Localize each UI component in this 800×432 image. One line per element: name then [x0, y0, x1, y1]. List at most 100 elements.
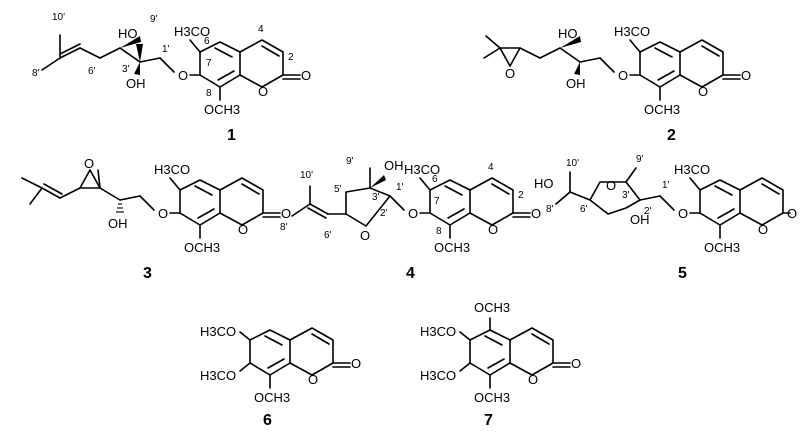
- compound-2-oh-label: OH: [566, 76, 586, 91]
- compound-5-ome8-label: OCH3: [704, 240, 740, 255]
- compound-1-bonds: [41, 34, 301, 101]
- compound-4-ether-o-label: O: [408, 206, 418, 221]
- compound-4-num-5p: 5': [334, 184, 342, 195]
- compound-5-num-9p: 9': [636, 154, 644, 165]
- compound-5-num-2p: 2': [644, 206, 652, 217]
- compound-2-id: 2: [667, 127, 676, 144]
- compound-1-ho-label: HO: [118, 26, 138, 41]
- compound-1-num-3p: 3': [122, 64, 130, 75]
- compound-1-ether-o-label: O: [178, 68, 188, 83]
- compound-1-num-2: 2: [288, 52, 294, 63]
- compound-1-carbonyl-o-label: O: [301, 68, 311, 83]
- compound-7: OCH3 H3CO H3CO OCH3 O O 7: [420, 300, 581, 429]
- compound-6-bonds: [239, 327, 351, 389]
- compound-4-ome8-label: OCH3: [434, 240, 470, 255]
- compound-3-carbonyl-o-label: O: [281, 206, 291, 221]
- compound-4-num-2: 2: [518, 190, 524, 201]
- compound-5-bonds: [555, 167, 791, 239]
- compound-2-bonds: [483, 35, 741, 101]
- compound-2-ome8-label: OCH3: [644, 102, 680, 117]
- compound-2-stereo: [560, 36, 581, 75]
- compound-1: H3CO OCH3 HO OH O O O 10' 9' 8' 6' 3' 1'…: [32, 12, 311, 144]
- compound-4-num-6p: 6': [324, 230, 332, 241]
- compound-3-id: 3: [143, 265, 152, 282]
- compound-3-ome8-label: OCH3: [184, 240, 220, 255]
- compound-4-stereo: [370, 175, 386, 188]
- compound-5-num-1p: 1': [662, 180, 670, 191]
- compound-5-carbonyl-o-label: O: [787, 206, 797, 221]
- compound-1-num-9p: 9': [150, 14, 158, 25]
- compound-5-oh-label: OH: [630, 212, 650, 227]
- compound-4-num-4: 4: [488, 162, 494, 173]
- compound-5-ring-o-label: O: [758, 222, 768, 237]
- compound-1-num-6p: 6': [88, 66, 96, 77]
- compound-3-bonds: [21, 169, 281, 239]
- compound-4-num-3p: 3': [372, 192, 380, 203]
- compound-1-ome6-label: H3CO: [174, 24, 210, 39]
- compound-4-bonds: [291, 167, 531, 239]
- compound-1-oh-label: OH: [126, 76, 146, 91]
- compound-3: H3CO OCH3 OH O O O O 3: [21, 156, 291, 282]
- compound-4-num-7: 7: [434, 196, 440, 207]
- compound-6: H3CO H3CO OCH3 O O 6: [200, 324, 361, 429]
- compound-5-num-3p: 3': [622, 190, 630, 201]
- compound-2-ring-o-label: O: [698, 84, 708, 99]
- compound-2: H3CO OCH3 HO OH O O O O 2: [483, 24, 751, 144]
- compound-4-num-8: 8: [436, 226, 442, 237]
- compound-6-ome7-label: H3CO: [200, 368, 236, 383]
- compound-4-carbonyl-o-label: O: [531, 206, 541, 221]
- compound-6-ome8-label: OCH3: [254, 390, 290, 405]
- compound-7-carbonyl-o-label: O: [571, 356, 581, 371]
- compound-4-num-2p: 2': [380, 208, 388, 219]
- compound-1-num-1p: 1': [162, 44, 170, 55]
- compound-5-id: 5: [678, 265, 687, 282]
- compound-7-ome7-label: H3CO: [420, 368, 456, 383]
- compound-6-carbonyl-o-label: O: [351, 356, 361, 371]
- compound-3-oh-label: OH: [108, 216, 128, 231]
- compound-1-ome8-label: OCH3: [204, 102, 240, 117]
- compound-4-id: 4: [406, 265, 415, 282]
- compound-4: H3CO OCH3 OH O O O O 10' 9' 8' 6' 5' 3' …: [280, 156, 541, 282]
- compound-5-thf-o-label: O: [606, 178, 616, 193]
- compound-7-id: 7: [484, 412, 493, 429]
- compound-1-num-10p: 10': [52, 12, 65, 23]
- compound-2-ho-label: HO: [558, 26, 578, 41]
- compound-3-ring-o-label: O: [238, 222, 248, 237]
- compound-5-ome6-label: H3CO: [674, 162, 710, 177]
- compound-4-ring-o-label: O: [488, 222, 498, 237]
- compound-1-num-6: 6: [204, 36, 210, 47]
- compound-7-ome6-label: H3CO: [420, 324, 456, 339]
- compound-1-stereo: [120, 36, 143, 75]
- compound-3-epoxide-o-label: O: [84, 156, 94, 171]
- compound-2-carbonyl-o-label: O: [741, 68, 751, 83]
- compound-3-ome6-label: H3CO: [154, 162, 190, 177]
- compound-7-ome8-label: OCH3: [474, 390, 510, 405]
- compound-4-thf-o-label: O: [360, 228, 370, 243]
- compound-6-ome6-label: H3CO: [200, 324, 236, 339]
- compound-4-oh-label: OH: [384, 158, 404, 173]
- compound-4-num-6: 6: [432, 174, 438, 185]
- compound-4-ome6-label: H3CO: [404, 162, 440, 177]
- compound-2-epoxide-o-label: O: [505, 66, 515, 81]
- compound-1-num-8p: 8': [32, 68, 40, 79]
- compound-7-ring-o-label: O: [528, 372, 538, 387]
- compound-7-ome5-label: OCH3: [474, 300, 510, 315]
- compound-5-num-8p: 8': [546, 204, 554, 215]
- compound-5-num-10p: 10': [566, 158, 579, 169]
- compound-4-num-9p: 9': [346, 156, 354, 167]
- compound-5-ho-label: HO: [534, 176, 554, 191]
- compound-1-ring-o-label: O: [258, 84, 268, 99]
- compound-2-ether-o-label: O: [618, 68, 628, 83]
- compound-1-num-7: 7: [206, 58, 212, 69]
- compound-5-num-6p: 6': [580, 204, 588, 215]
- compound-7-bonds: [459, 317, 571, 389]
- compound-5: H3CO OCH3 HO OH O O O O 10' 9' 8' 6' 3' …: [534, 154, 797, 282]
- compound-4-num-1p: 1': [396, 182, 404, 193]
- compound-4-num-8p: 8': [280, 222, 288, 233]
- compound-3-stereo: [116, 203, 124, 213]
- compound-3-ether-o-label: O: [158, 206, 168, 221]
- compound-6-ring-o-label: O: [308, 372, 318, 387]
- compound-4-num-10p: 10': [300, 170, 313, 181]
- compound-2-ome6-label: H3CO: [614, 24, 650, 39]
